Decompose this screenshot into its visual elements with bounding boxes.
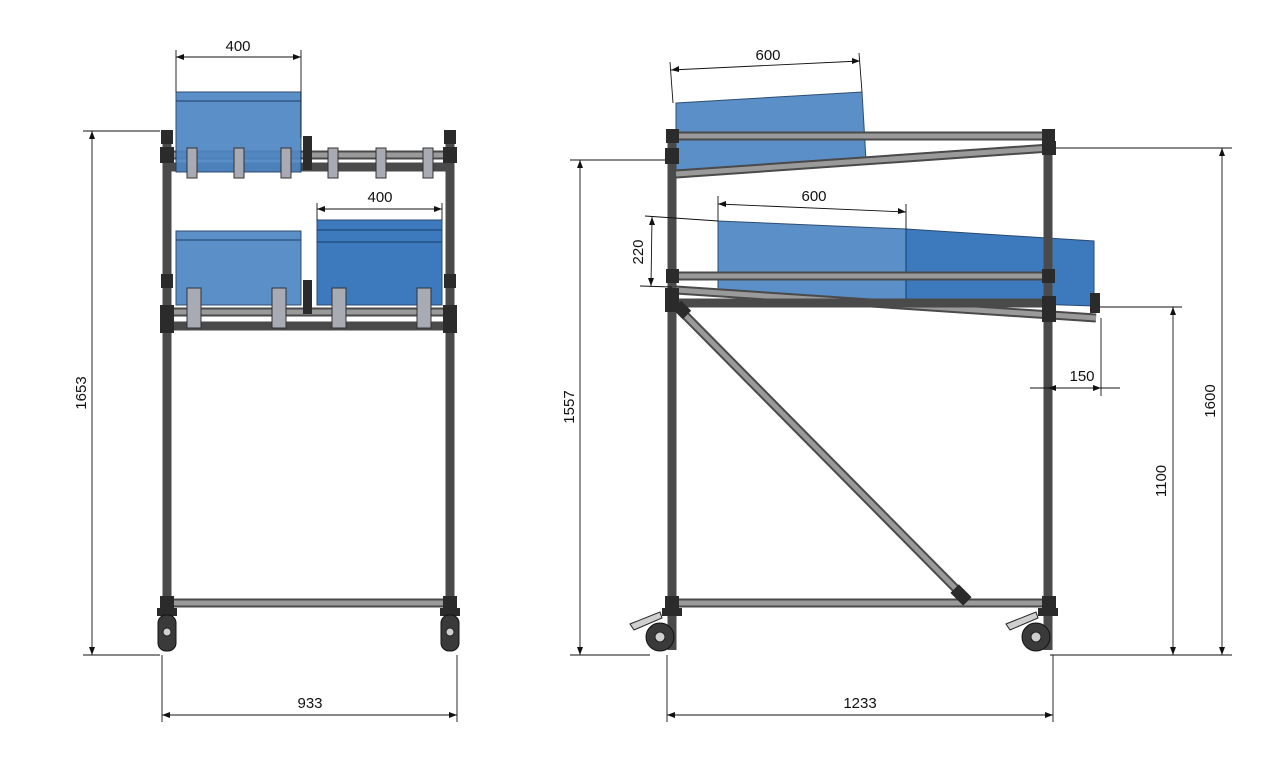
dim-label: 1653 — [73, 376, 90, 409]
dim-label: 150 — [1069, 368, 1094, 385]
front-left-caster — [157, 608, 177, 652]
front-top-clips — [186, 136, 434, 179]
side-joints — [665, 129, 1100, 610]
side-rear-caster — [1005, 608, 1058, 652]
dim-side-overhang: 150 — [1030, 318, 1120, 396]
dim-label: 400 — [367, 189, 392, 206]
dim-side-frame-height: 1557 — [561, 159, 665, 656]
dim-label: 1100 — [1153, 465, 1170, 497]
dim-label: 1233 — [843, 695, 876, 712]
dim-label: 600 — [755, 47, 780, 64]
front-joints — [160, 130, 457, 610]
dim-side-overall-depth: 1233 — [666, 655, 1054, 722]
front-view: 400 400 1653 933 — [73, 38, 460, 722]
dim-side-box-height: 220 — [630, 215, 719, 288]
dim-front-top-box-width: 400 — [175, 38, 302, 138]
front-middle-clips — [186, 280, 432, 329]
side-middle-box-left — [717, 220, 907, 301]
dim-label: 400 — [225, 38, 250, 55]
dim-front-total-height: 1653 — [73, 130, 160, 656]
dim-label: 600 — [801, 188, 826, 205]
dim-front-middle-box-width: 400 — [316, 189, 443, 220]
dim-label: 933 — [297, 695, 322, 712]
dim-side-overall-height: 1600 — [1056, 147, 1232, 656]
side-middle-box-right — [905, 228, 1095, 307]
dim-side-top-box-depth: 600 — [669, 47, 863, 104]
dim-label: 1557 — [561, 390, 578, 423]
side-view: 600 600 220 150 — [561, 47, 1232, 722]
dim-label: 1600 — [1202, 384, 1219, 417]
side-front-caster — [629, 608, 682, 652]
dim-side-middle-shelf-height: 1100 — [1050, 306, 1182, 656]
dim-label: 220 — [630, 239, 647, 264]
front-right-caster — [440, 608, 460, 652]
dim-side-middle-box-depth: 600 — [717, 188, 907, 229]
dim-front-total-width: 933 — [161, 655, 458, 722]
